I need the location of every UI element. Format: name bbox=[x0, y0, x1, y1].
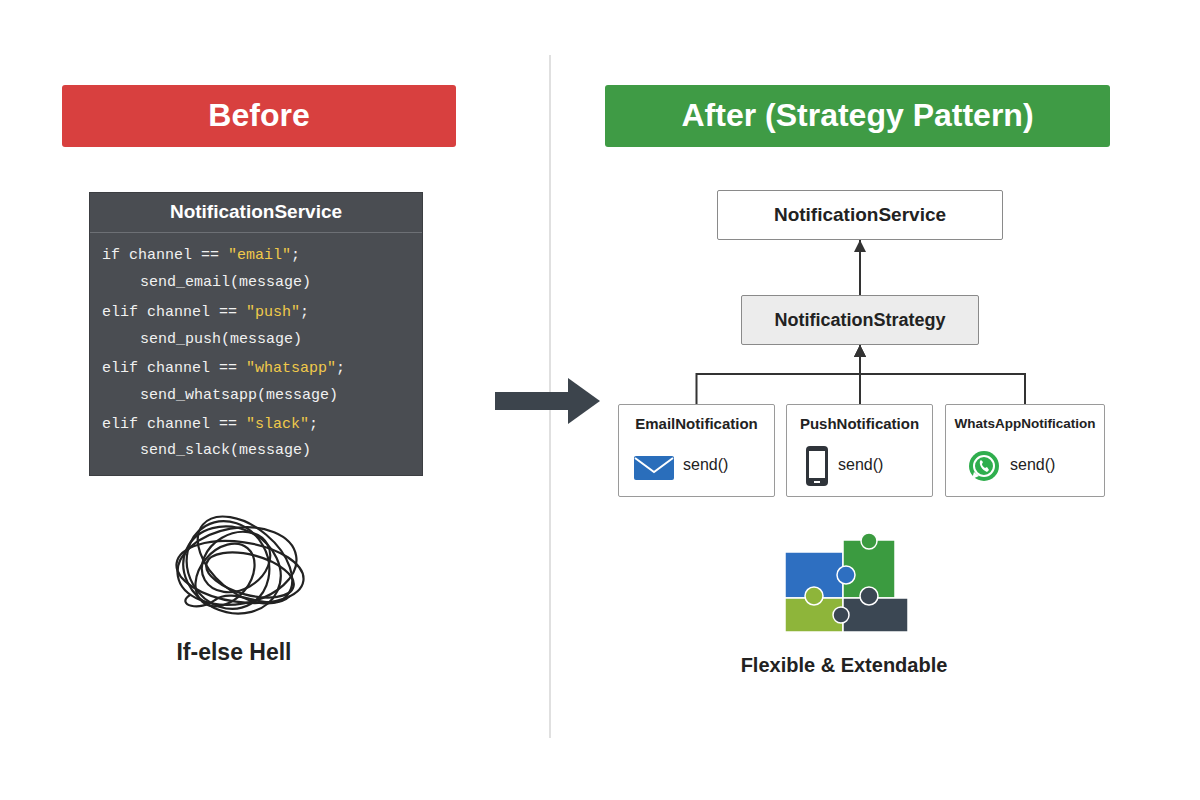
code-token: ; bbox=[336, 360, 345, 377]
strategy-box: EmailNotification send() bbox=[618, 404, 775, 497]
code-token: elif channel == bbox=[102, 360, 246, 377]
puzzle-piece bbox=[843, 598, 908, 632]
puzzle-piece bbox=[843, 540, 895, 598]
tangle-icon bbox=[169, 499, 308, 629]
code-line: send_whatsapp(message) bbox=[140, 386, 338, 406]
class-name: EmailNotification bbox=[619, 414, 774, 434]
method-name: send() bbox=[1010, 455, 1055, 475]
arrow-shaft bbox=[495, 392, 571, 410]
code-token: send_whatsapp(message) bbox=[140, 387, 338, 404]
code-line: send_slack(message) bbox=[140, 441, 311, 461]
code-token: elif channel == bbox=[102, 304, 246, 321]
code-token: ; bbox=[309, 416, 318, 433]
banner-title: After (Strategy Pattern) bbox=[605, 85, 1110, 145]
method-name: send() bbox=[838, 455, 883, 475]
interface-box: NotificationStrategy bbox=[741, 295, 979, 345]
code-line: send_email(message) bbox=[140, 273, 311, 293]
section-banner: After (Strategy Pattern) bbox=[605, 85, 1110, 147]
interface-name: NotificationStrategy bbox=[742, 296, 978, 344]
divider-line bbox=[549, 55, 551, 738]
banner-title: Before bbox=[62, 85, 456, 145]
section-banner: Before bbox=[62, 85, 456, 147]
puzzle-knob bbox=[837, 566, 855, 584]
code-token: send_email(message) bbox=[140, 274, 311, 291]
code-line: if channel == "email"; bbox=[102, 246, 300, 266]
tangle-loop bbox=[172, 533, 307, 610]
puzzle-knob bbox=[860, 587, 878, 605]
puzzle-piece bbox=[785, 552, 843, 598]
code-string: "slack" bbox=[246, 416, 309, 433]
puzzle-knob bbox=[861, 533, 877, 549]
strategy-box: PushNotification send() bbox=[786, 404, 933, 497]
tangle-loop bbox=[169, 511, 295, 629]
puzzle-knob bbox=[805, 587, 823, 605]
tangle-loop bbox=[171, 518, 302, 614]
code-line: elif channel == "whatsapp"; bbox=[102, 359, 345, 379]
code-line: elif channel == "slack"; bbox=[102, 415, 318, 435]
class-name: NotificationService bbox=[718, 191, 1002, 239]
code-token: send_slack(message) bbox=[140, 442, 311, 459]
code-line: send_push(message) bbox=[140, 330, 302, 350]
puzzle-piece bbox=[785, 598, 843, 632]
arrow-head bbox=[568, 378, 600, 424]
tangle-loop bbox=[171, 506, 285, 624]
puzzle-knob bbox=[833, 607, 849, 623]
transition-arrow bbox=[495, 378, 600, 424]
connector-line bbox=[859, 240, 861, 295]
header-rule bbox=[90, 232, 422, 233]
connector-line bbox=[859, 345, 861, 404]
code-token: send_push(message) bbox=[140, 331, 302, 348]
tangle-loop bbox=[201, 544, 298, 606]
code-line: elif channel == "push"; bbox=[102, 303, 309, 323]
tangle-loop bbox=[191, 520, 281, 604]
code-string: "push" bbox=[246, 304, 300, 321]
connector-line bbox=[697, 345, 861, 404]
connector-line bbox=[860, 345, 1025, 404]
class-name: PushNotification bbox=[787, 414, 932, 434]
method-name: send() bbox=[683, 455, 728, 475]
code-box: NotificationService if channel == "email"… bbox=[89, 192, 423, 476]
caption-label: Flexible & Extendable bbox=[694, 651, 994, 679]
code-token: ; bbox=[291, 247, 300, 264]
code-string: "email" bbox=[228, 247, 291, 264]
caption-label: If-else Hell bbox=[100, 638, 368, 666]
tangle-tail bbox=[185, 595, 290, 606]
tangle-loop bbox=[183, 532, 266, 618]
tangle-loop bbox=[182, 499, 309, 620]
strategy-box: WhatsAppNotification send() bbox=[945, 404, 1105, 497]
code-string: "whatsapp" bbox=[246, 360, 336, 377]
code-token: if channel == bbox=[102, 247, 228, 264]
class-name: WhatsAppNotification bbox=[946, 414, 1104, 434]
code-token: ; bbox=[300, 304, 309, 321]
class-name: NotificationService bbox=[90, 200, 422, 224]
class-box: NotificationService bbox=[717, 190, 1003, 240]
puzzle-icon bbox=[785, 533, 908, 632]
code-token: elif channel == bbox=[102, 416, 246, 433]
